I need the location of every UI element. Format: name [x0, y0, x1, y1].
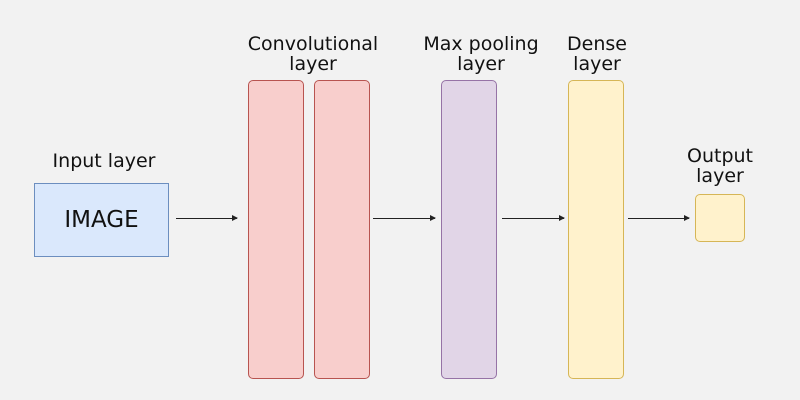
conv-label-line2: layer — [289, 53, 337, 75]
input-image-box: IMAGE — [34, 183, 169, 257]
conv-layer-box-1 — [248, 80, 304, 379]
arrow-conv-to-pool — [373, 215, 436, 221]
conv-label-line1: Convolutional — [247, 33, 379, 55]
pool-layer-box — [441, 80, 497, 379]
arrow-pool-to-dense — [502, 215, 565, 221]
output-label-line1: Output — [687, 145, 753, 167]
dense-layer-box — [568, 80, 624, 379]
arrow-input-to-conv — [176, 215, 238, 221]
pool-label-line2: layer — [457, 53, 505, 75]
pool-label-line1: Max pooling — [423, 33, 539, 55]
dense-label-line1: Dense — [567, 33, 627, 55]
conv-layer-box-2 — [314, 80, 370, 379]
output-label-line2: layer — [696, 165, 744, 187]
arrow-dense-to-output — [628, 215, 690, 221]
output-layer-box — [695, 194, 745, 242]
input-layer-label: Input layer — [52, 150, 156, 172]
dense-label-line2: layer — [573, 53, 621, 75]
image-text: IMAGE — [64, 207, 139, 233]
